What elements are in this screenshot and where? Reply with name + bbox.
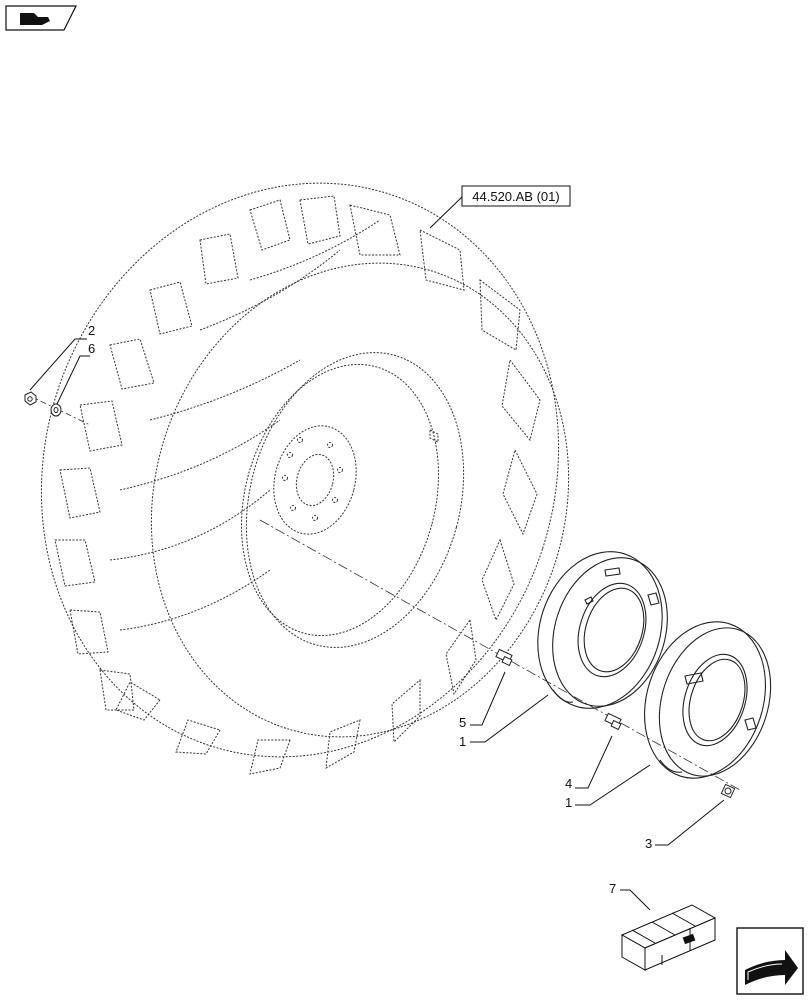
callout-1-upper: 1 (459, 734, 466, 749)
callout-7: 7 (609, 881, 616, 896)
parts-kit-box-icon[interactable] (620, 904, 717, 971)
callout-1-lower: 1 (565, 795, 572, 810)
nut-2[interactable] (24, 391, 37, 406)
callout-6: 6 (88, 341, 95, 356)
washer-6[interactable] (50, 403, 62, 417)
callout-4: 4 (565, 776, 572, 791)
book-pointer-icon[interactable] (5, 5, 77, 31)
tire (40, 182, 570, 775)
next-page-arrow-icon[interactable] (736, 927, 804, 995)
callout-2: 2 (88, 323, 95, 338)
callout-5: 5 (459, 715, 466, 730)
bolt-axis-line (27, 394, 91, 426)
reference-label: 44.520.AB (01) (472, 189, 559, 204)
callout-leaders (29, 338, 725, 911)
callout-3: 3 (645, 836, 652, 851)
wheel-weight-2[interactable] (625, 606, 789, 794)
stud-5[interactable] (495, 648, 513, 667)
reference-box[interactable]: 44.520.AB (01) (429, 185, 571, 229)
bolt-3[interactable] (720, 783, 736, 799)
wheel-weight-1[interactable] (518, 535, 686, 724)
stud-4[interactable] (604, 712, 622, 731)
wheel-rim (241, 352, 465, 648)
